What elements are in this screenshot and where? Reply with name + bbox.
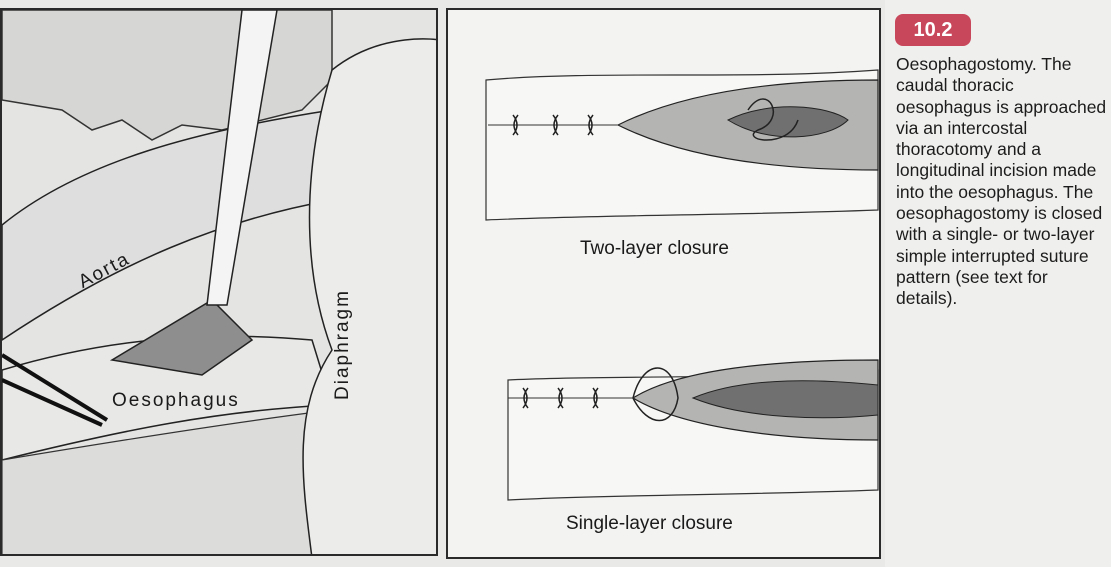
figure-caption: Oesophagostomy. The caudal thoracic oeso…	[896, 54, 1107, 309]
closure-techniques-illustration: Two-layer closure Single-layer closure	[446, 8, 881, 559]
two-layer-closure-drawing	[485, 69, 879, 221]
diaphragm-shape	[302, 38, 436, 554]
closure-drawing	[485, 69, 879, 501]
thoracotomy-illustration: Aorta Oesophagus Diaphragm	[0, 8, 438, 556]
incision	[109, 299, 254, 376]
single-layer-closure-drawing	[507, 359, 879, 501]
page-background	[885, 0, 1111, 567]
thoracotomy-drawing	[2, 10, 436, 554]
two-layer-closure-caption: Two-layer closure	[580, 238, 729, 259]
diaphragm-label: Diaphragm	[332, 289, 353, 400]
single-layer-closure-caption: Single-layer closure	[566, 513, 733, 534]
aorta-shape	[2, 109, 333, 341]
oesophagus-label: Oesophagus	[112, 390, 240, 411]
retractor-instrument	[206, 10, 278, 306]
figure-number-badge: 10.2	[895, 14, 971, 46]
